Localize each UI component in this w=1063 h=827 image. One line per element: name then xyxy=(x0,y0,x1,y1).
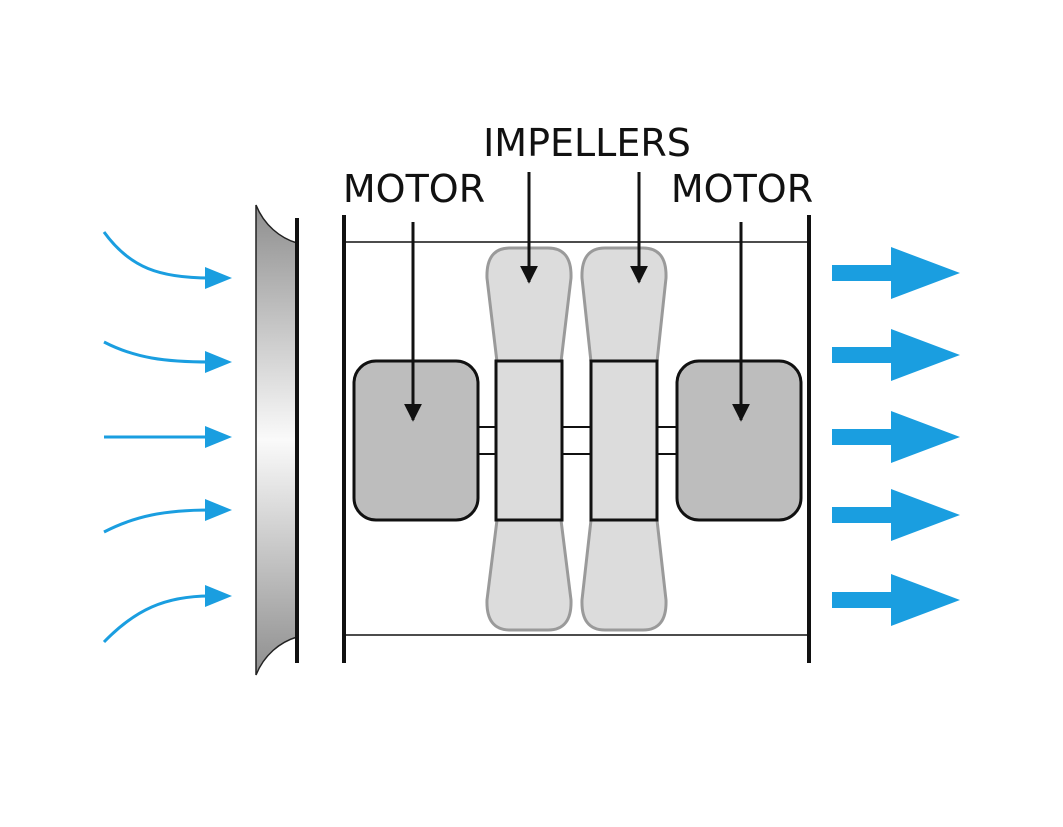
inlet-arrow-4 xyxy=(103,508,211,534)
callout-leaders xyxy=(404,172,750,422)
motor-left xyxy=(352,359,480,522)
outlet-arrow-3 xyxy=(832,411,960,463)
label-motor-right: MOTOR xyxy=(671,167,813,211)
label-motor-left: MOTOR xyxy=(343,167,485,211)
impeller-hub-1 xyxy=(494,359,564,522)
impeller-blades xyxy=(485,246,668,632)
inlet-arrowheads xyxy=(205,267,232,607)
inlet-bell xyxy=(255,204,298,676)
inlet-arrow-2 xyxy=(103,340,211,364)
inlet-arrow-1 xyxy=(102,231,211,280)
outlet-arrow-2 xyxy=(832,329,960,381)
motor-right xyxy=(675,359,803,522)
impeller-hub-2 xyxy=(589,359,659,522)
impeller-hubs xyxy=(494,359,659,522)
inlet-airflow xyxy=(102,231,211,644)
outlet-airflow xyxy=(832,247,960,626)
outlet-arrow-4 xyxy=(832,489,960,541)
inlet-arrow-5 xyxy=(102,594,211,644)
motors xyxy=(352,359,803,522)
fan-casing xyxy=(342,215,811,663)
outlet-arrow-1 xyxy=(832,247,960,299)
label-impellers: IMPELLERS xyxy=(483,121,691,165)
outlet-arrow-5 xyxy=(832,574,960,626)
